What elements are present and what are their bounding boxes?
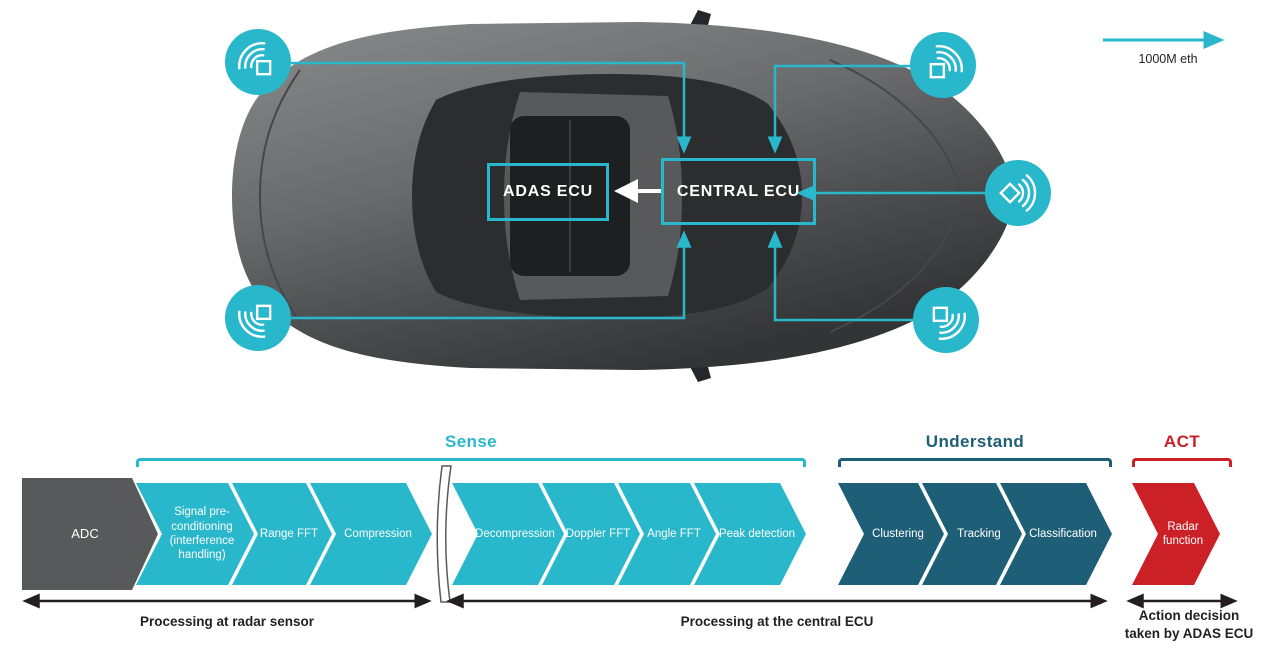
span-label-radar-sensor: Processing at radar sensor — [139, 614, 315, 629]
ethernet-legend-label: 1000M eth — [1138, 52, 1198, 66]
radar-sensor-icon — [983, 158, 1053, 228]
flow-step-peak-detection: Peak detection — [694, 483, 806, 585]
group-label-sense: Sense — [444, 432, 498, 451]
group-label-understand: Understand — [925, 432, 1025, 451]
act-bracket — [1132, 458, 1232, 467]
sensor-connection-lines — [258, 61, 1018, 322]
pipeline-divider — [436, 465, 452, 603]
group-label-act: ACT — [1163, 432, 1201, 451]
sense-bracket — [136, 458, 806, 467]
flow-step-adc: ADC — [22, 478, 158, 590]
central-ecu-box: CENTRAL ECU — [661, 158, 816, 225]
adas-ecu-box: ADAS ECU — [487, 163, 609, 221]
span-label-adas-decision: Action decision taken by ADAS ECU — [1124, 608, 1254, 641]
span-label-central-ecu: Processing at the central ECU — [680, 614, 874, 629]
understand-bracket — [838, 458, 1112, 467]
